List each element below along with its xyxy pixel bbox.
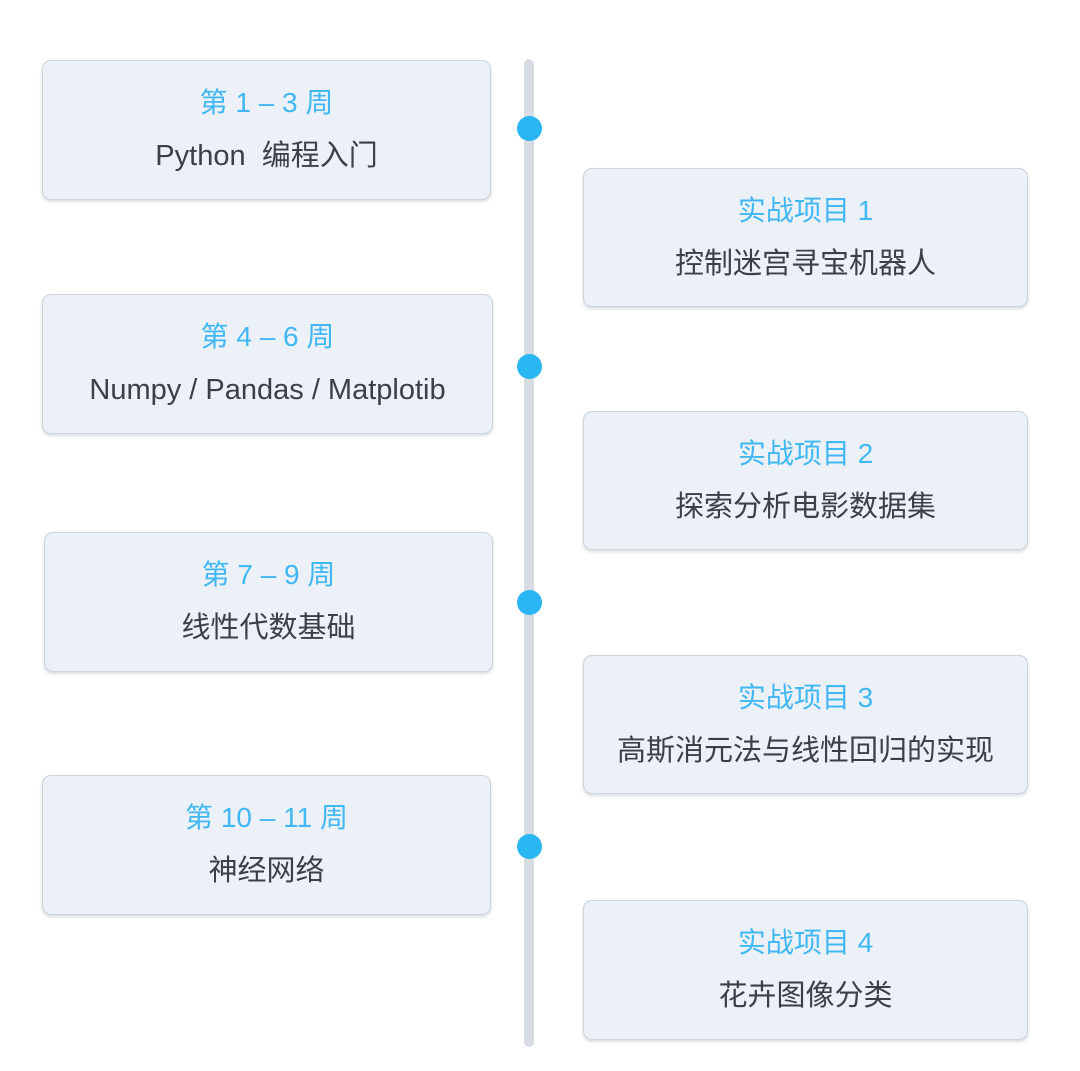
week-card-1: 第 1 – 3 周 Python 编程入门 [42, 60, 491, 200]
timeline-dot-4 [517, 834, 542, 859]
project-label: 实战项目 1 [737, 194, 874, 226]
project-label: 实战项目 4 [737, 927, 874, 958]
project-title: 花卉图像分类 [718, 980, 893, 1012]
week-topic: 神经网络 [208, 855, 325, 887]
week-card-3: 第 7 – 9 周 线性代数基础 [44, 532, 493, 672]
timeline-dot-3 [517, 590, 542, 615]
project-label: 实战项目 3 [737, 681, 874, 713]
project-card-1: 实战项目 1 控制迷宫寻宝机器人 [583, 168, 1028, 307]
project-title: 控制迷宫寻宝机器人 [674, 247, 936, 280]
week-topic: Numpy / Pandas / Matplotib [89, 374, 446, 406]
project-title: 探索分析电影数据集 [674, 490, 936, 523]
project-card-2: 实战项目 2 探索分析电影数据集 [583, 411, 1028, 550]
timeline-line [524, 59, 534, 1047]
project-label: 实战项目 2 [737, 437, 874, 469]
week-topic: Python 编程入门 [155, 140, 378, 172]
project-card-3: 实战项目 3 高斯消元法与线性回归的实现 [583, 655, 1028, 794]
week-period: 第 4 – 6 周 [200, 321, 335, 352]
week-period: 第 10 – 11 周 [185, 802, 348, 833]
week-card-2: 第 4 – 6 周 Numpy / Pandas / Matplotib [42, 294, 493, 434]
project-card-4: 实战项目 4 花卉图像分类 [583, 900, 1028, 1040]
timeline-dot-1 [517, 116, 542, 141]
week-card-4: 第 10 – 11 周 神经网络 [42, 775, 491, 915]
timeline-dot-2 [517, 354, 542, 379]
project-title: 高斯消元法与线性回归的实现 [616, 734, 994, 767]
week-period: 第 7 – 9 周 [201, 559, 336, 590]
week-topic: 线性代数基础 [181, 612, 356, 644]
week-period: 第 1 – 3 周 [199, 87, 334, 118]
